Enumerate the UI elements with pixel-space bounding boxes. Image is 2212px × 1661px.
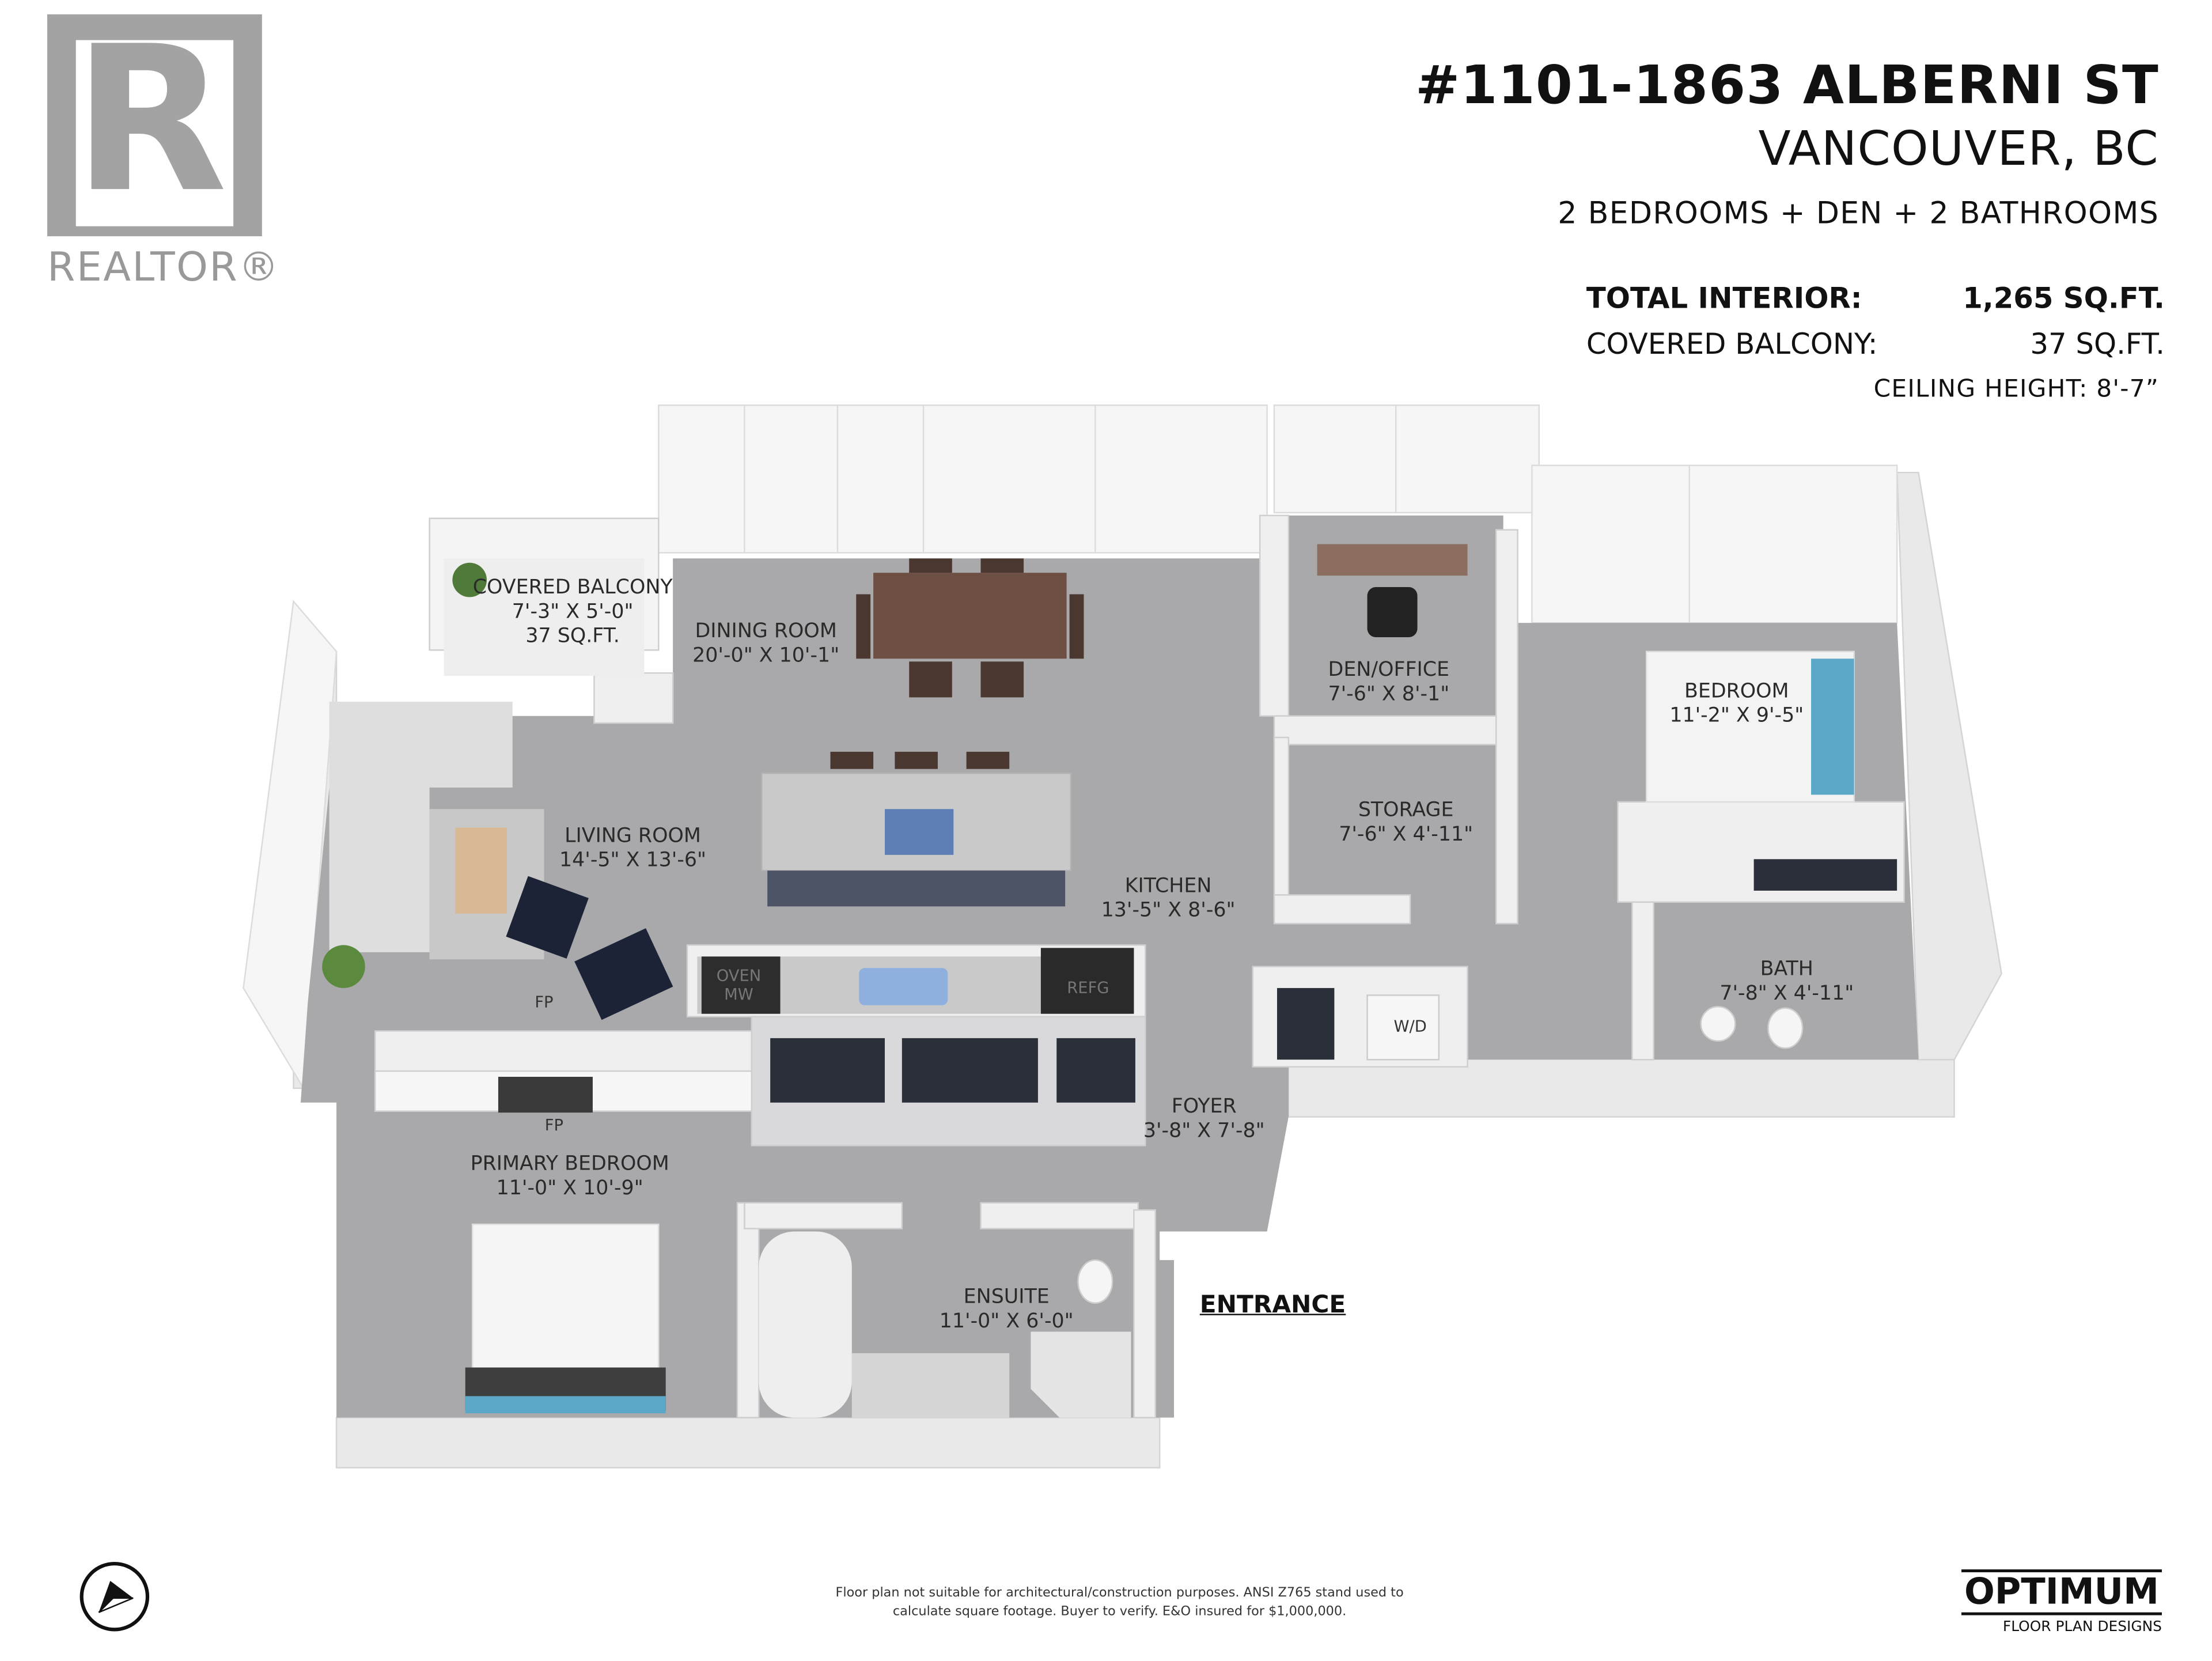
furniture xyxy=(322,544,1897,1418)
office-chair xyxy=(1367,587,1418,638)
city: VANCOUVER, BC xyxy=(1758,120,2159,176)
mw-label: MW xyxy=(724,985,753,1004)
balcony-value: 37 SQ.FT. xyxy=(2030,326,2165,361)
optimum-logo-text: OPTIMUM xyxy=(1961,1569,2162,1615)
room-dimensions: 7'-6" X 4'-11" xyxy=(1339,823,1474,846)
disclaimer: Floor plan not suitable for architectura… xyxy=(802,1585,1438,1622)
windows xyxy=(243,404,1898,1091)
entrance-label: ENTRANCE xyxy=(1199,1291,1346,1320)
washer-dryer-label: W/D xyxy=(1393,1017,1427,1036)
room-label-living-room: LIVING ROOM 14'-5" X 13'-6" xyxy=(559,825,706,874)
room-dimensions: 13'-5" X 8'-6" xyxy=(1101,899,1236,922)
room-dimensions: 11'-2" X 9'-5" xyxy=(1669,704,1804,728)
room-label-covered-balcony: COVERED BALCONY 7'-3" X 5'-0" 37 SQ.FT. xyxy=(473,576,673,649)
room-dimensions: 11'-0" X 10'-9" xyxy=(496,1176,643,1200)
refrigerator xyxy=(1040,948,1134,1014)
room-name: LIVING ROOM xyxy=(565,824,701,848)
realtor-logo-letter: R xyxy=(73,4,228,238)
room-label-storage: STORAGE 7'-6" X 4'-11" xyxy=(1339,799,1473,848)
room-dimensions: 11'-0" X 6'-0" xyxy=(939,1310,1074,1333)
room-name: BEDROOM xyxy=(1684,680,1789,703)
closets xyxy=(770,859,1897,1103)
fireplace-label-living: FP xyxy=(535,993,554,1012)
fireplace-label-primary: FP xyxy=(544,1116,563,1135)
total-interior-value: 1,265 SQ.FT. xyxy=(1963,281,2165,315)
room-name: DEN/OFFICE xyxy=(1328,659,1450,682)
disclaimer-line-2: calculate square footage. Buyer to verif… xyxy=(892,1605,1347,1620)
sink xyxy=(859,968,948,1005)
optimum-logo: OPTIMUM FLOOR PLAN DESIGNS xyxy=(1950,1569,2162,1641)
room-dimensions: 7'-8" X 4'-11" xyxy=(1719,982,1854,1005)
room-name: DINING ROOM xyxy=(695,620,837,643)
balcony-row: COVERED BALCONY: 37 SQ.FT. xyxy=(1586,327,2165,361)
realtor-logo: R REALTOR® xyxy=(47,14,283,294)
coffee-table xyxy=(455,827,507,914)
optimum-logo-subtext: FLOOR PLAN DESIGNS xyxy=(2002,1619,2162,1636)
room-label-foyer: FOYER 3'-8" X 7'-8" xyxy=(1143,1095,1265,1144)
ceiling-height: CEILING HEIGHT: 8'-7” xyxy=(1873,375,2159,404)
room-name: STORAGE xyxy=(1358,799,1454,822)
realtor-logo-text: REALTOR® xyxy=(47,243,281,291)
room-label-ensuite: ENSUITE 11'-0" X 6'-0" xyxy=(940,1286,1074,1335)
refg-label: REFG xyxy=(1067,978,1109,998)
disclaimer-line-1: Floor plan not suitable for architectura… xyxy=(835,1586,1404,1601)
island-cabinets xyxy=(767,871,1066,907)
room-name: BATH xyxy=(1760,958,1813,981)
room-label-kitchen: KITCHEN 13'-5" X 8'-6" xyxy=(1101,875,1236,924)
dining-table xyxy=(873,573,1067,659)
oven-label: OVEN xyxy=(716,966,762,985)
realtor-logo-mark: R xyxy=(47,4,262,238)
room-label-den-office: DEN/OFFICE 7'-6" X 8'-1" xyxy=(1328,659,1449,707)
bathtub xyxy=(759,1231,852,1418)
room-name: ENSUITE xyxy=(963,1285,1050,1309)
total-interior-label: TOTAL INTERIOR: xyxy=(1586,281,1862,315)
room-dimensions: 7'-6" X 8'-1" xyxy=(1328,683,1450,706)
room-name: PRIMARY BEDROOM xyxy=(470,1152,669,1176)
oven-mw-label: OVEN MW xyxy=(717,967,761,1004)
desk xyxy=(1317,544,1468,576)
balcony-label: COVERED BALCONY: xyxy=(1586,326,1878,361)
room-name: FOYER xyxy=(1171,1095,1237,1119)
room-area: 37 SQ.FT. xyxy=(525,625,620,648)
shower xyxy=(1031,1331,1131,1418)
room-label-dining-room: DINING ROOM 20'-0" X 10'-1" xyxy=(692,620,839,669)
armchair xyxy=(506,876,589,959)
total-interior-row: TOTAL INTERIOR: 1,265 SQ.FT. xyxy=(1586,281,2165,315)
oven xyxy=(701,956,781,1014)
cooktop xyxy=(884,809,954,855)
room-name: KITCHEN xyxy=(1124,875,1212,898)
fireplace xyxy=(498,1077,593,1113)
compass-north-arrow-icon xyxy=(79,1561,150,1632)
room-dimensions: 7'-3" X 5'-0" xyxy=(512,600,634,624)
room-label-bedroom: BEDROOM 11'-2" X 9'-5" xyxy=(1669,680,1804,729)
washer-dryer xyxy=(1366,994,1440,1061)
room-dimensions: 3'-8" X 7'-8" xyxy=(1143,1119,1265,1143)
room-label-primary-bedroom: PRIMARY BEDROOM 11'-0" X 10'-9" xyxy=(471,1153,669,1202)
room-label-bath: BATH 7'-8" X 4'-11" xyxy=(1719,958,1854,1007)
room-dimensions: 20'-0" X 10'-1" xyxy=(692,644,840,668)
unit-summary: 2 BEDROOMS + DEN + 2 BATHROOMS xyxy=(1558,196,2159,231)
armchair xyxy=(574,928,673,1020)
toilet xyxy=(1077,1259,1113,1304)
room-name: COVERED BALCONY xyxy=(472,576,673,600)
vanity xyxy=(851,1353,1010,1418)
address-title: #1101-1863 ALBERNI ST xyxy=(1415,54,2159,116)
room-dimensions: 14'-5" X 13'-6" xyxy=(559,849,707,872)
